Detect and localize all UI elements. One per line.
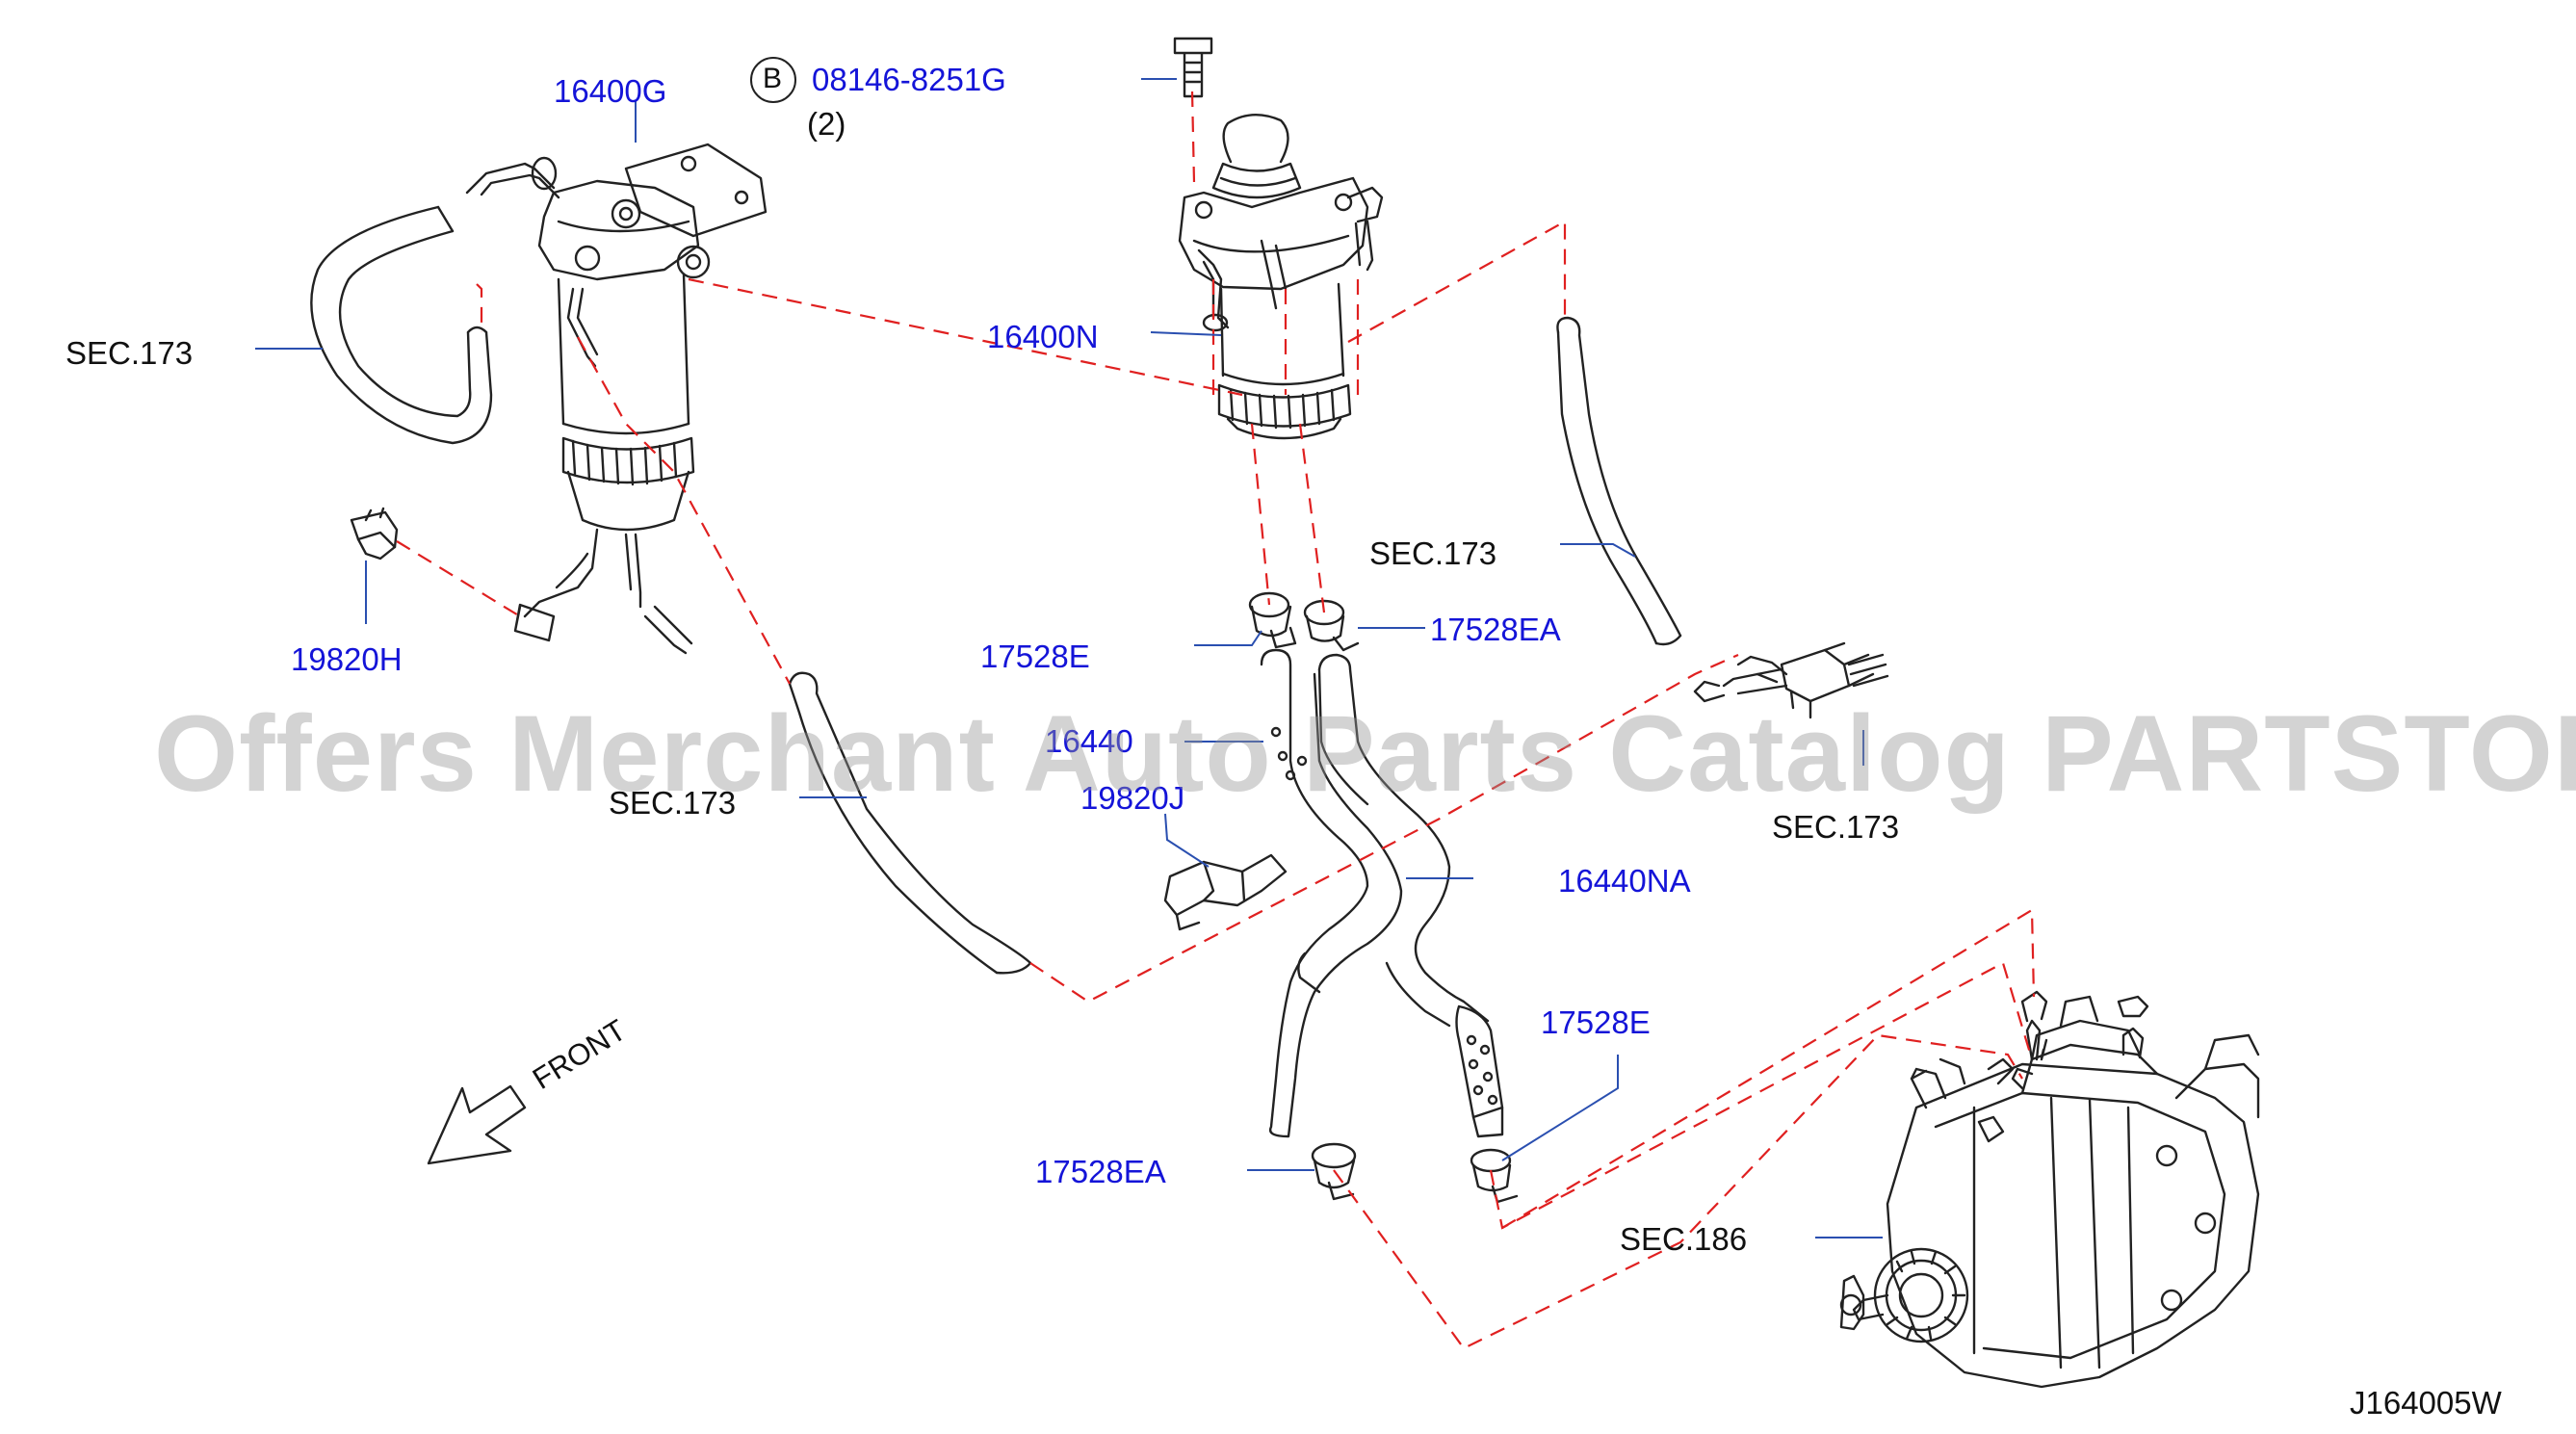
hose-sec173-left: [310, 205, 493, 445]
part-16440na-label[interactable]: 16440NA: [1558, 863, 1691, 899]
front-arrow: [427, 1084, 527, 1165]
sec173-label-left[interactable]: SEC.173: [65, 335, 194, 371]
hose-16440na: [1260, 648, 1504, 1138]
bolt-letter-label: B: [763, 63, 783, 94]
hose-sec173-lower: [788, 671, 1032, 975]
part-17528e-label-upper[interactable]: 17528E: [980, 639, 1090, 674]
dashed-connection-lines: [396, 91, 2036, 1350]
bolt-callout-circle: [750, 57, 796, 103]
part-17528ea-label-lower[interactable]: 17528EA: [1035, 1154, 1166, 1189]
bolt-quantity-label: (2): [807, 106, 846, 142]
part-19820h-label[interactable]: 19820H: [291, 641, 403, 677]
part-08146-8251g-label[interactable]: 08146-8251G: [812, 62, 1006, 97]
fuel-filter-16400n: [1173, 37, 1384, 440]
part-16400g-label[interactable]: 16400G: [554, 73, 667, 109]
watermark: Offers Merchant Auto Parts Catalog PARTS…: [154, 693, 2576, 814]
injection-pump-sec186: [1839, 990, 2260, 1389]
clip-19820j: [1163, 853, 1288, 931]
fuel-filter-16400g: [465, 143, 768, 655]
part-16440-label[interactable]: 16440: [1045, 723, 1133, 759]
clamp-17528e-lower: [1470, 1148, 1519, 1204]
hose-sec173-right: [1556, 316, 1682, 646]
diagram-code-label: J164005W: [2350, 1385, 2502, 1421]
part-19820j-label[interactable]: 19820J: [1080, 780, 1185, 816]
leader-lines: [255, 78, 1883, 1238]
sec186-label[interactable]: SEC.186: [1620, 1221, 1748, 1257]
connector-sec173: [1693, 641, 1889, 719]
clamp-17528e-upper: [1248, 591, 1297, 649]
sec173-label-lower[interactable]: SEC.173: [609, 785, 737, 821]
part-17528ea-label-upper[interactable]: 17528EA: [1430, 612, 1561, 647]
part-16400n-label[interactable]: 16400N: [987, 319, 1099, 354]
clip-19820h: [350, 507, 399, 561]
part-17528e-label-lower[interactable]: 17528E: [1541, 1004, 1651, 1040]
sec173-label-right[interactable]: SEC.173: [1369, 535, 1497, 571]
sec173-label-connector[interactable]: SEC.173: [1772, 809, 1900, 845]
clamp-17528ea-lower: [1311, 1142, 1357, 1201]
clamp-17528ea-upper: [1303, 599, 1360, 652]
